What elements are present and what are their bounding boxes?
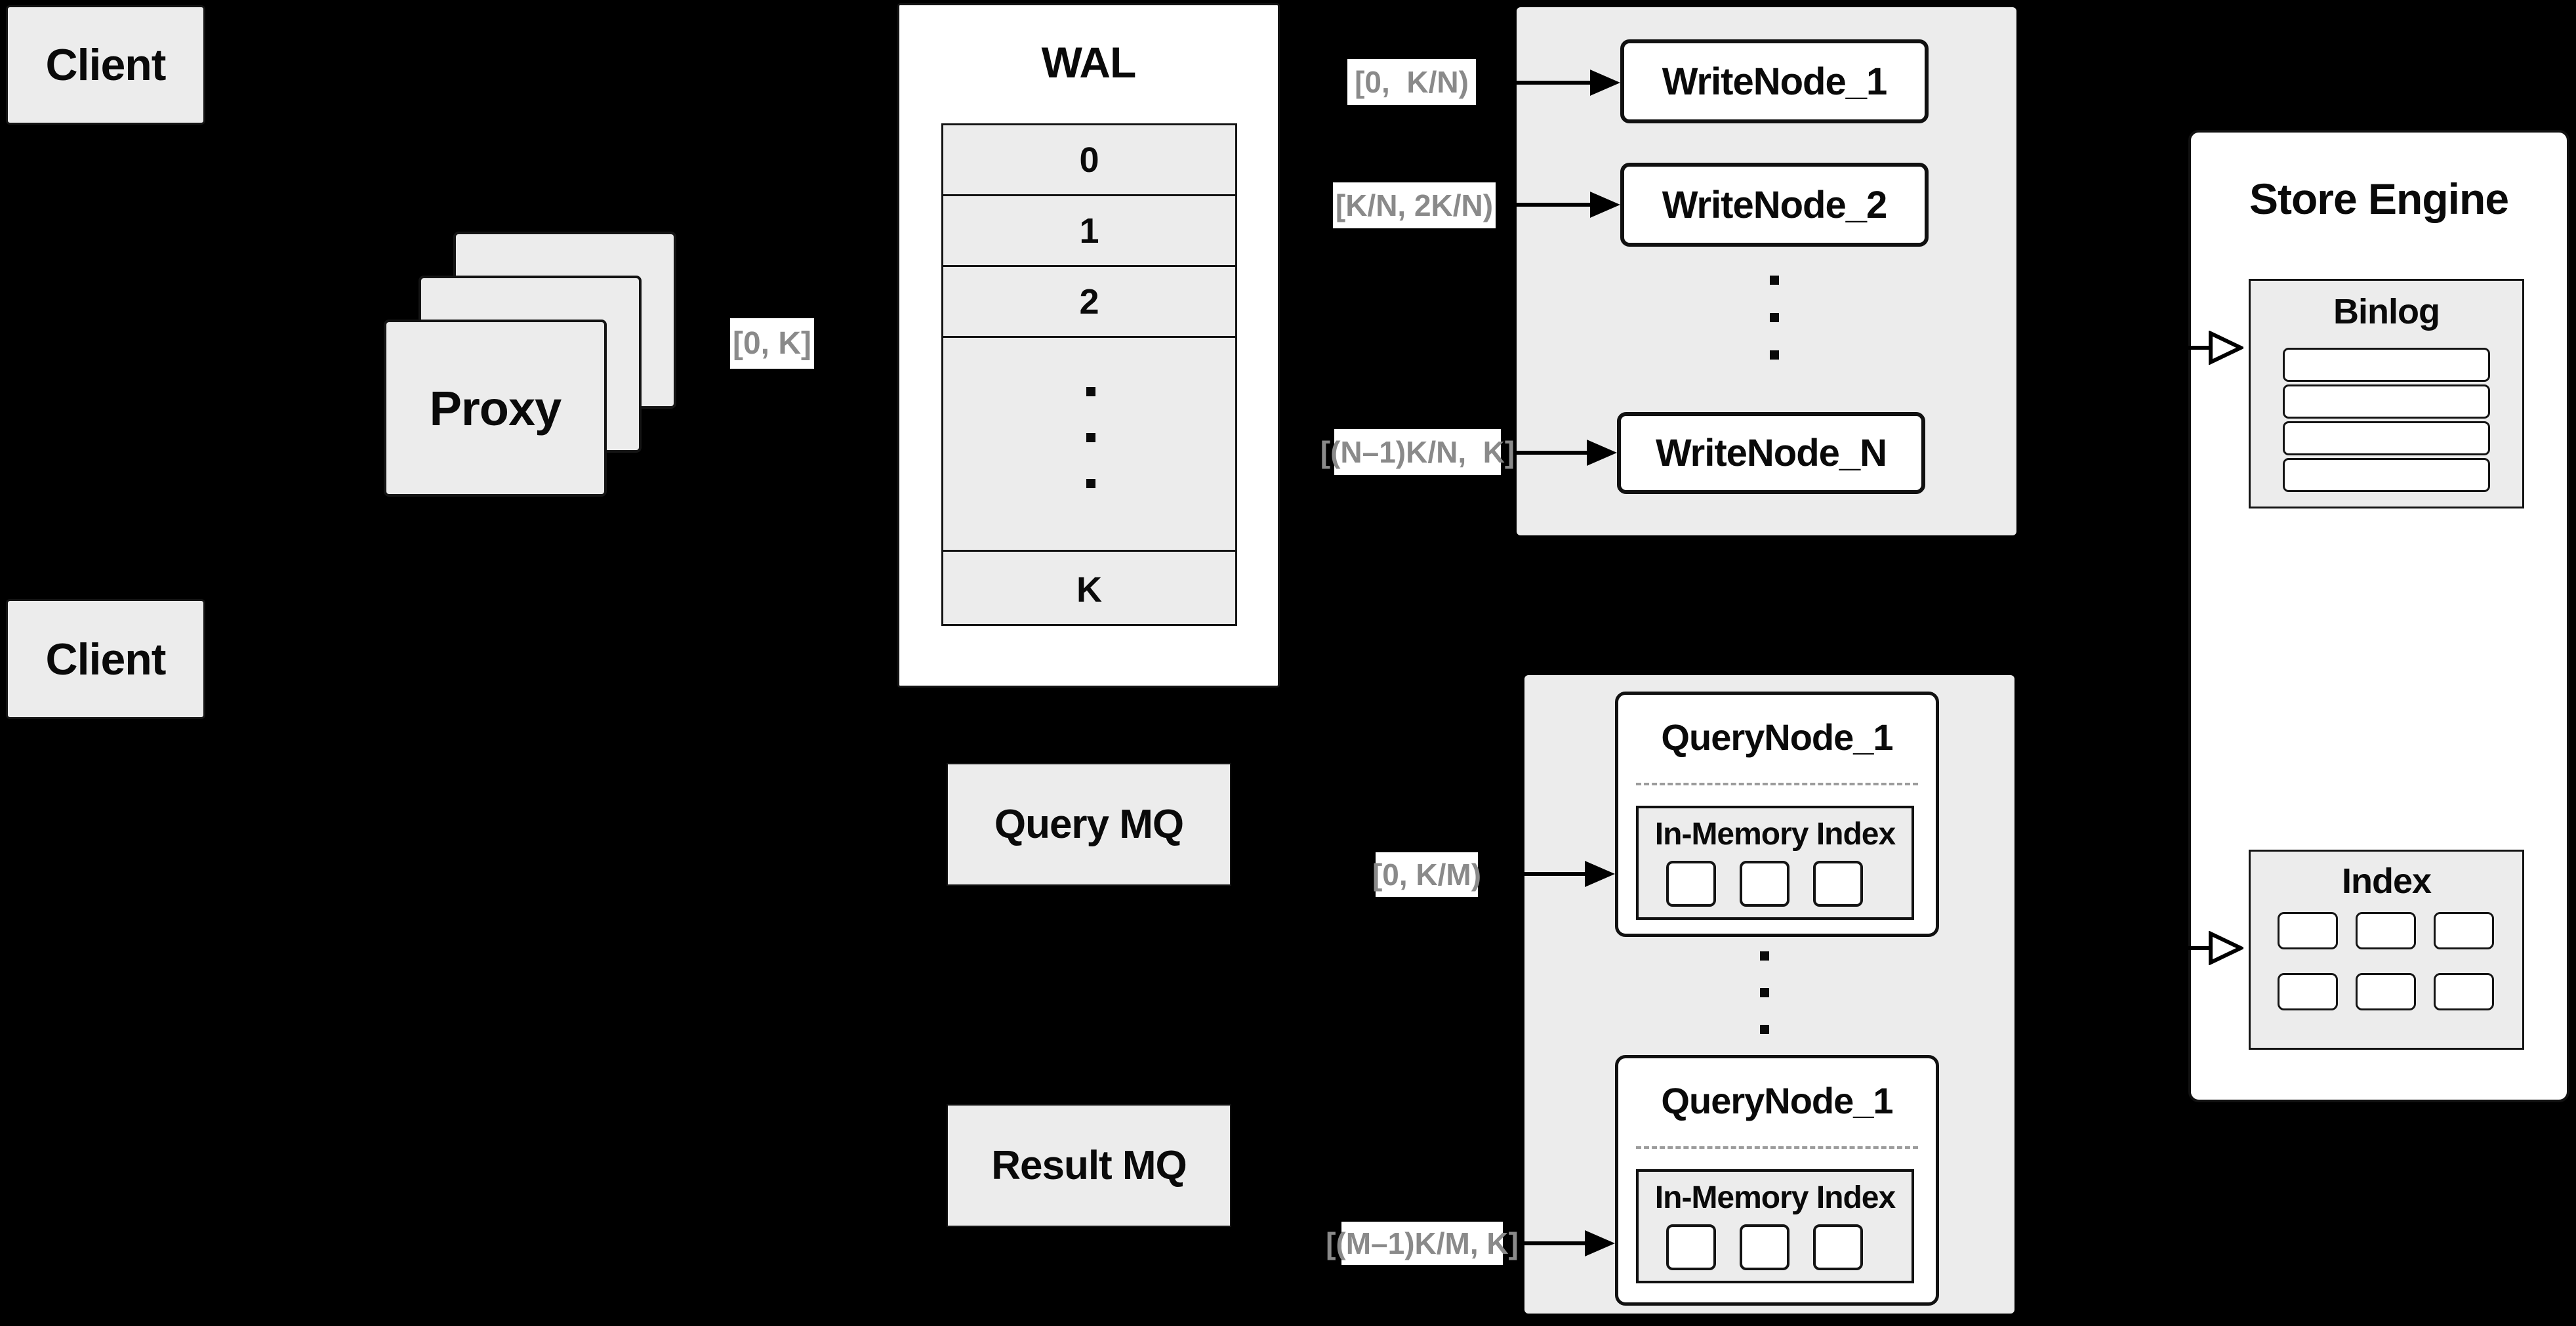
index-cell	[2434, 912, 2494, 949]
wal-row-k: K	[943, 552, 1235, 628]
query-range-1-text: [0, K/M)	[1372, 858, 1482, 892]
segment-chip	[1740, 861, 1789, 907]
write-arrow-1-line	[1514, 81, 1593, 85]
write-arrow-3-line	[1514, 451, 1589, 455]
proxy-label: Proxy	[429, 381, 562, 436]
write-range-1-text: [0, K/N)	[1355, 65, 1469, 99]
store-engine-title: Store Engine	[2188, 169, 2569, 228]
in-memory-index-2-title: In-Memory Index	[1636, 1180, 1914, 1215]
index-hollow-arrow-icon	[2209, 931, 2243, 965]
write-node-ellipsis-icon	[1770, 313, 1779, 322]
result-mq-label: Result MQ	[991, 1143, 1187, 1188]
in-memory-index-1-text: In-Memory Index	[1654, 816, 1896, 852]
write-arrow-1-icon	[1590, 70, 1620, 96]
query-node-ellipsis-icon	[1760, 951, 1769, 961]
index-cell	[2356, 912, 2416, 949]
query-range-label-2: [(M–1)K/M, K]	[1326, 1222, 1519, 1265]
client-top-label: Client	[45, 40, 167, 90]
write-range-label-3: [(N–1)K/N, K]	[1320, 429, 1515, 475]
write-node-1-box: WriteNode_1	[1620, 39, 1929, 123]
index-cell	[2278, 912, 2338, 949]
index-title-text: Index	[2341, 861, 2432, 901]
wal-row-0: 0	[943, 125, 1235, 196]
in-memory-index-2-text: In-Memory Index	[1654, 1180, 1896, 1215]
in-memory-index-1-title: In-Memory Index	[1636, 816, 1914, 852]
query-node-ellipsis-icon	[1760, 1025, 1769, 1034]
binlog-arrow-line	[2188, 346, 2211, 350]
query-range-2-text: [(M–1)K/M, K]	[1326, 1226, 1519, 1260]
proxy-range-label: [0, K]	[730, 318, 814, 369]
write-node-2-label: WriteNode_2	[1662, 183, 1887, 226]
store-engine-title-text: Store Engine	[2249, 175, 2509, 223]
index-title: Index	[2249, 861, 2524, 901]
write-node-n-label: WriteNode_N	[1655, 432, 1887, 474]
write-range-label-2: [K/N, 2K/N)	[1333, 182, 1496, 228]
write-node-n-box: WriteNode_N	[1617, 412, 1925, 494]
index-cell	[2434, 973, 2494, 1010]
binlog-row	[2283, 384, 2490, 419]
query-node-1-title-text: QueryNode_1	[1661, 716, 1893, 758]
index-cells	[2249, 850, 2524, 1050]
wal-row-1: 1	[943, 196, 1235, 267]
query-arrow-2-line	[1522, 1241, 1587, 1245]
wal-ellipsis-icon	[1086, 387, 1095, 396]
write-arrow-3-icon	[1587, 440, 1617, 466]
query-mq-label: Query MQ	[994, 802, 1184, 847]
wal-ellipsis-row	[943, 338, 1235, 552]
write-arrow-2-icon	[1590, 192, 1620, 218]
client-bottom-box: Client	[6, 599, 205, 719]
result-mq-box: Result MQ	[947, 1104, 1231, 1227]
query-arrow-1-line	[1522, 872, 1587, 876]
index-arrow-line	[2188, 946, 2211, 950]
query-node-1-title: QueryNode_1	[1615, 714, 1939, 760]
wal-row-2-text: 2	[1079, 281, 1099, 321]
query-node-2-title-text: QueryNode_1	[1661, 1079, 1893, 1121]
segment-chip	[1813, 861, 1863, 907]
query-node-1-divider	[1636, 783, 1918, 785]
segment-chip	[1666, 1224, 1716, 1270]
write-range-label-1: [0, K/N)	[1347, 59, 1476, 105]
write-node-1-label: WriteNode_1	[1662, 60, 1887, 103]
binlog-row	[2283, 458, 2490, 492]
write-range-3-text: [(N–1)K/N, K]	[1320, 435, 1515, 469]
wal-table: 0 1 2 K	[941, 123, 1237, 626]
write-arrow-2-line	[1514, 203, 1593, 207]
query-arrow-2-icon	[1585, 1230, 1615, 1256]
client-top-box: Client	[6, 5, 205, 125]
index-box	[2249, 850, 2524, 1050]
wal-title: WAL	[897, 36, 1280, 89]
query-node-ellipsis-icon	[1760, 988, 1769, 997]
write-node-2-box: WriteNode_2	[1620, 163, 1929, 247]
binlog-title-text: Binlog	[2333, 292, 2440, 331]
binlog-hollow-arrow-icon	[2209, 331, 2243, 365]
wal-row-1-text: 1	[1079, 211, 1099, 251]
client-bottom-label: Client	[45, 634, 167, 684]
wal-ellipsis-icon	[1086, 433, 1095, 442]
binlog-row	[2283, 421, 2490, 455]
binlog-row	[2283, 348, 2490, 382]
query-arrow-1-icon	[1585, 861, 1615, 887]
wal-row-k-text: K	[1076, 570, 1102, 610]
wal-row-2: 2	[943, 267, 1235, 338]
write-node-ellipsis-icon	[1770, 276, 1779, 285]
index-cell	[2278, 973, 2338, 1010]
segment-chip	[1813, 1224, 1863, 1270]
proxy-card-front: Proxy	[384, 320, 607, 497]
query-node-2-divider	[1636, 1146, 1918, 1149]
binlog-title: Binlog	[2249, 292, 2524, 331]
wal-title-text: WAL	[1041, 38, 1137, 87]
wal-row-0-text: 0	[1079, 140, 1099, 180]
query-mq-box: Query MQ	[947, 763, 1231, 886]
segment-chip	[1666, 861, 1716, 907]
proxy-range-text: [0, K]	[733, 326, 811, 361]
binlog-rows	[2249, 279, 2524, 508]
wal-ellipsis-icon	[1086, 479, 1095, 488]
write-range-2-text: [K/N, 2K/N)	[1335, 188, 1494, 222]
query-node-2-title: QueryNode_1	[1615, 1077, 1939, 1123]
index-cell	[2356, 973, 2416, 1010]
segment-chip	[1740, 1224, 1789, 1270]
write-node-ellipsis-icon	[1770, 350, 1779, 360]
query-range-label-1: [0, K/M)	[1372, 852, 1481, 897]
